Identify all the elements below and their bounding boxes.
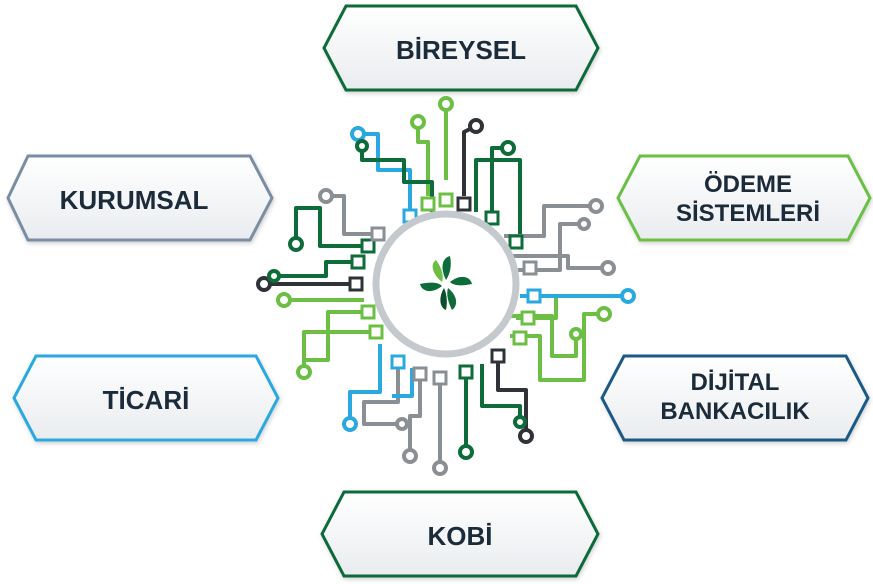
center-hub (372, 210, 520, 358)
segment-ticari-label: TİCARİ (103, 385, 190, 415)
segment-odeme-line1: ÖDEME (704, 171, 792, 198)
segment-kurumsal-label: KURUMSAL (60, 185, 209, 215)
segment-bireysel-label: BİREYSEL (396, 35, 526, 65)
clover-logo-icon (420, 256, 472, 310)
segment-kobi[interactable]: KOBİ (320, 490, 600, 578)
segment-odeme-sistemleri[interactable]: ÖDEME SİSTEMLERİ (616, 154, 872, 242)
segment-bireysel[interactable]: BİREYSEL (322, 4, 600, 92)
circuit-pads (348, 192, 542, 386)
segment-dijital-line2: BANKACILIK (660, 398, 810, 425)
segment-dijital-line1: DİJİTAL (691, 369, 780, 396)
segment-kurumsal[interactable]: KURUMSAL (6, 154, 274, 242)
circuit-terminals (256, 96, 636, 476)
segment-ticari[interactable]: TİCARİ (12, 354, 280, 442)
segment-kobi-label: KOBİ (428, 521, 493, 551)
segment-odeme-line2: SİSTEMLERİ (676, 200, 820, 227)
segment-dijital-bankacilik[interactable]: DİJİTAL BANKACILIK (600, 354, 870, 442)
